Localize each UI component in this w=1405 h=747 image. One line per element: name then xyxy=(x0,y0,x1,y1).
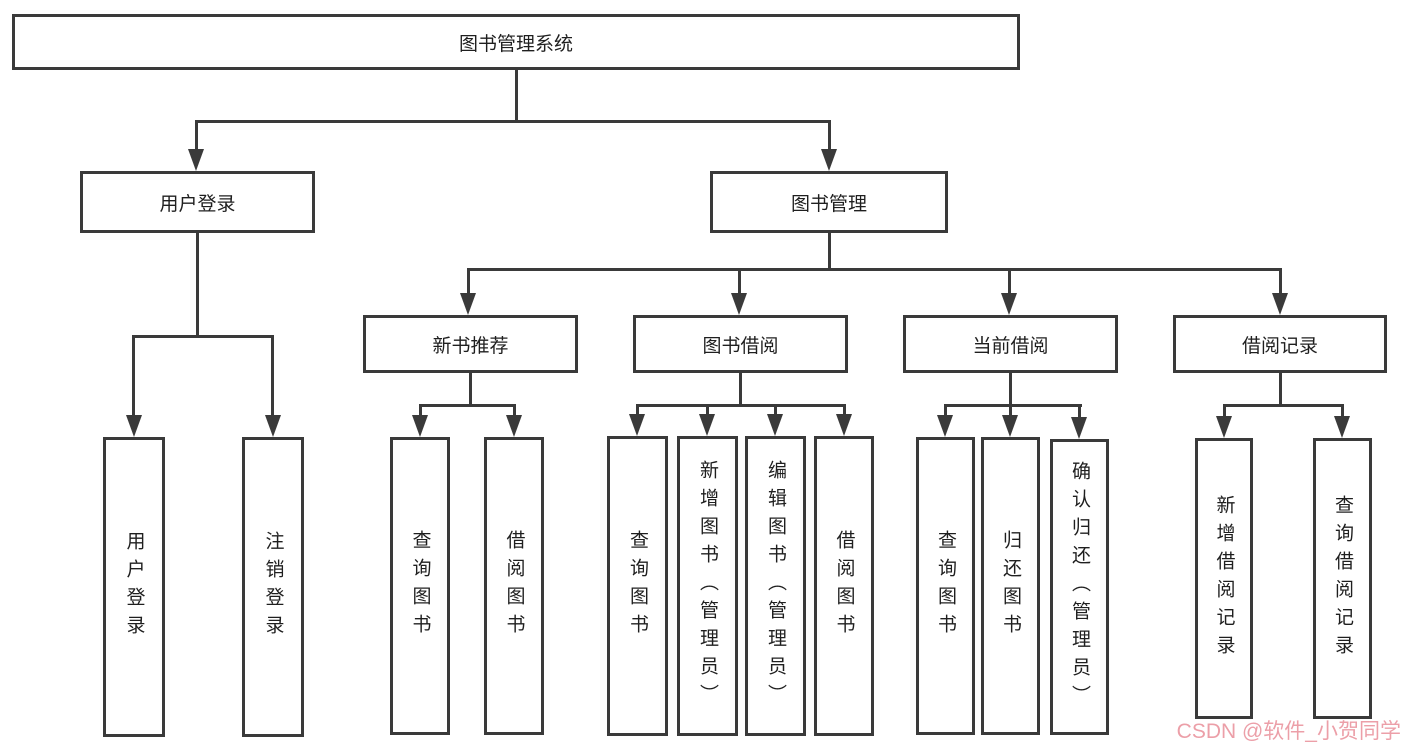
node-label: 借阅图书 xyxy=(833,530,855,642)
connector-line xyxy=(1223,404,1226,418)
leaf-return-books: 归还图书 xyxy=(981,437,1040,735)
node-label: 归还图书 xyxy=(1000,530,1021,642)
connector-line xyxy=(419,404,422,417)
arrow-down-icon xyxy=(506,415,522,437)
connector-line xyxy=(196,233,199,337)
node-label: 用户登录 xyxy=(123,531,145,643)
node-label: 确认归还（管理员） xyxy=(1069,461,1090,713)
connector-line xyxy=(513,404,516,417)
connector-line xyxy=(515,70,518,122)
leaf-add-borrow-record: 新增借阅记录 xyxy=(1195,438,1253,719)
node-current-borrowing: 当前借阅 xyxy=(903,315,1118,373)
node-label: 编辑图书（管理员） xyxy=(765,460,786,712)
arrow-down-icon xyxy=(1001,293,1017,315)
connector-line xyxy=(195,120,831,123)
connector-line xyxy=(1341,404,1344,418)
connector-line xyxy=(469,373,472,406)
leaf-query-books-current: 查询图书 xyxy=(916,437,975,735)
leaf-query-borrow-record: 查询借阅记录 xyxy=(1313,438,1372,719)
node-label: 查询图书 xyxy=(409,530,431,642)
arrow-down-icon xyxy=(836,414,852,436)
connector-line xyxy=(1078,404,1081,419)
connector-line xyxy=(132,335,273,338)
node-new-book-recommend: 新书推荐 xyxy=(363,315,578,373)
connector-line xyxy=(1223,404,1344,407)
arrow-down-icon xyxy=(1334,416,1350,438)
node-label: 借阅图书 xyxy=(503,530,525,642)
arrow-down-icon xyxy=(731,293,747,315)
node-library-management-system: 图书管理系统 xyxy=(12,14,1020,70)
arrow-down-icon xyxy=(937,415,953,437)
connector-line xyxy=(195,120,198,151)
node-label: 图书管理系统 xyxy=(458,33,573,55)
connector-line xyxy=(1008,268,1011,295)
node-label: 图书借阅 xyxy=(702,335,779,357)
connector-line xyxy=(636,404,639,417)
connector-line xyxy=(706,404,709,417)
node-label: 当前借阅 xyxy=(972,335,1049,357)
arrow-down-icon xyxy=(126,415,142,437)
arrow-down-icon xyxy=(629,414,645,436)
arrow-down-icon xyxy=(460,293,476,315)
node-label: 新增图书（管理员） xyxy=(697,460,718,712)
connector-line xyxy=(774,404,777,417)
node-label: 借阅记录 xyxy=(1241,335,1318,357)
arrow-down-icon xyxy=(1002,415,1018,437)
node-book-borrowing: 图书借阅 xyxy=(633,315,848,373)
connector-line xyxy=(271,335,274,417)
leaf-confirm-return-admin: 确认归还（管理员） xyxy=(1050,439,1109,735)
node-label: 查询图书 xyxy=(935,530,956,642)
connector-line xyxy=(828,120,831,151)
connector-line xyxy=(1009,404,1012,417)
leaf-logout: 注销登录 xyxy=(242,437,304,737)
leaf-user-login: 用户登录 xyxy=(103,437,165,737)
connector-line xyxy=(738,268,741,295)
connector-line xyxy=(944,404,1082,407)
connector-line xyxy=(636,404,846,407)
leaf-borrow-books: 借阅图书 xyxy=(814,436,874,736)
arrow-down-icon xyxy=(767,414,783,436)
node-label: 查询借阅记录 xyxy=(1332,494,1353,663)
arrow-down-icon xyxy=(188,149,204,171)
node-borrow-records: 借阅记录 xyxy=(1173,315,1387,373)
leaf-query-books-recommend: 查询图书 xyxy=(390,437,450,735)
arrow-down-icon xyxy=(265,415,281,437)
connector-line xyxy=(739,373,742,406)
connector-line xyxy=(828,233,831,270)
connector-line xyxy=(419,404,516,407)
leaf-edit-books-admin: 编辑图书（管理员） xyxy=(745,436,806,736)
node-book-management: 图书管理 xyxy=(710,171,948,233)
leaf-borrow-books-recommend: 借阅图书 xyxy=(484,437,544,735)
node-label: 用户登录 xyxy=(159,193,236,215)
connector-line xyxy=(843,404,846,417)
node-label: 新增借阅记录 xyxy=(1213,494,1235,663)
node-label: 图书管理 xyxy=(790,193,867,215)
connector-line xyxy=(944,404,947,417)
leaf-add-books-admin: 新增图书（管理员） xyxy=(677,436,738,736)
arrow-down-icon xyxy=(1216,416,1232,438)
connector-line xyxy=(467,268,1282,271)
arrow-down-icon xyxy=(1071,417,1087,439)
csdn-watermark: CSDN @软件_小贺同学 xyxy=(1176,720,1401,743)
connector-line xyxy=(1009,373,1012,406)
arrow-down-icon xyxy=(412,415,428,437)
arrow-down-icon xyxy=(699,414,715,436)
connector-line xyxy=(467,268,470,295)
connector-line xyxy=(1279,268,1282,295)
node-label: 新书推荐 xyxy=(432,335,509,357)
node-label: 注销登录 xyxy=(262,531,284,643)
arrow-down-icon xyxy=(1272,293,1288,315)
leaf-query-books: 查询图书 xyxy=(607,436,668,736)
arrow-down-icon xyxy=(821,149,837,171)
connector-line xyxy=(132,335,135,417)
connector-line xyxy=(1279,373,1282,406)
node-user-login: 用户登录 xyxy=(80,171,315,233)
node-label: 查询图书 xyxy=(627,530,648,642)
